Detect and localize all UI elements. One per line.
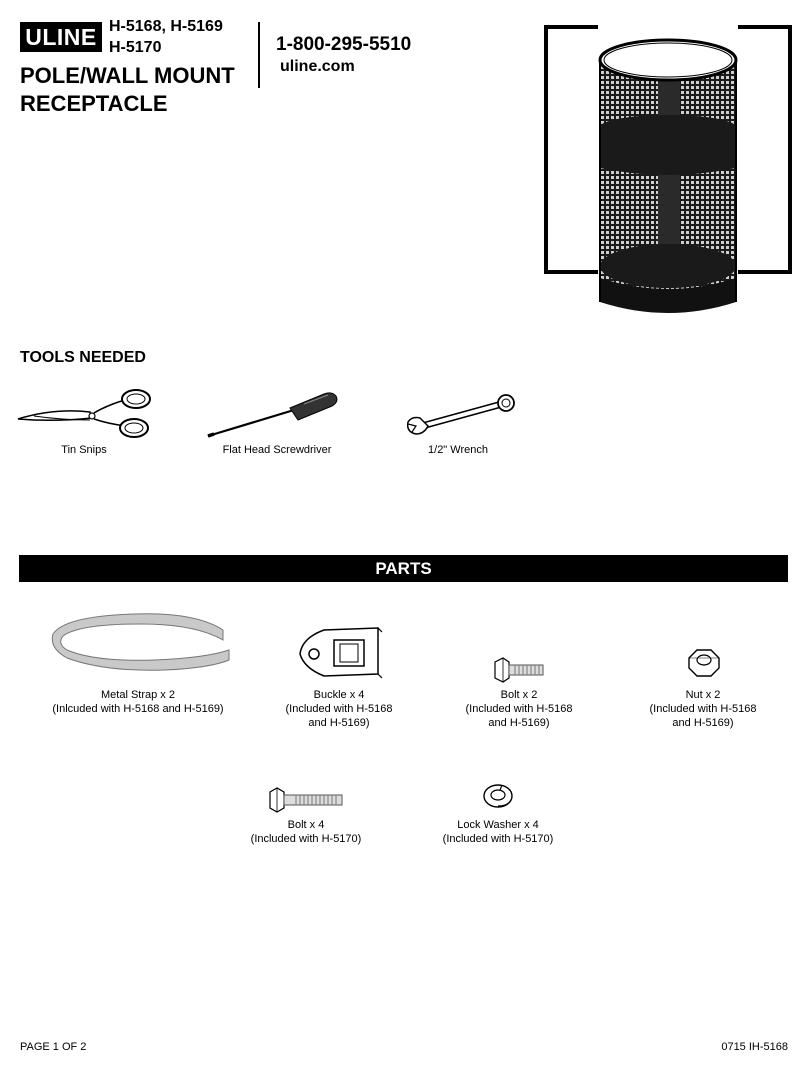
tool-tin-snips: Tin Snips <box>14 386 154 456</box>
part-note: and H-5169) <box>672 717 734 729</box>
part-label: Buckle x 4 <box>313 689 365 701</box>
part-bolt-short: Bolt x 2 (Included with H-5168 and H-516… <box>448 652 590 730</box>
tool-label: Tin Snips <box>61 444 107 456</box>
part-nut: Nut x 2 (Included with H-5168 and H-5169… <box>632 644 774 730</box>
part-label: Metal Strap x 2 <box>101 689 175 701</box>
part-note: (Included with H-5168 <box>465 703 573 715</box>
metal-strap-icon <box>51 613 230 671</box>
receptacle-illustration <box>540 20 796 325</box>
screwdriver-icon <box>207 392 338 438</box>
title-line2: RECEPTACLE <box>20 91 168 116</box>
model-numbers-line1: H-5168, H-5169 <box>109 18 223 35</box>
nut-icon <box>688 649 720 677</box>
part-note: (Included with H-5168 <box>285 703 393 715</box>
document-code: 0715 IH-5168 <box>721 1041 788 1053</box>
tools-needed-heading: TOOLS NEEDED <box>20 349 146 366</box>
title-line1: POLE/WALL MOUNT <box>20 63 235 88</box>
part-note: and H-5169) <box>308 717 370 729</box>
part-label: Bolt x 4 <box>287 819 325 831</box>
tool-label: Flat Head Screwdriver <box>222 444 332 456</box>
lock-washer-icon <box>483 784 513 808</box>
part-metal-strap: Metal Strap x 2 (Inlcuded with H-5168 an… <box>40 608 236 716</box>
part-label: Lock Washer x 4 <box>457 819 539 831</box>
tin-snips-icon <box>17 389 151 438</box>
tool-wrench: 1/2" Wrench <box>398 386 518 456</box>
header-divider <box>258 22 260 88</box>
part-lock-washer: Lock Washer x 4 (Included with H-5170) <box>424 776 572 846</box>
buckle-icon <box>299 627 383 679</box>
model-numbers-line2: H-5170 <box>109 39 162 56</box>
website: uline.com <box>280 58 355 75</box>
part-label: Bolt x 2 <box>500 689 538 701</box>
part-buckle: Buckle x 4 (Included with H-5168 and H-5… <box>268 620 410 730</box>
part-bolt-long: Bolt x 4 (Included with H-5170) <box>236 782 376 846</box>
page-title: POLE/WALL MOUNT RECEPTACLE <box>20 62 235 118</box>
part-note: and H-5169) <box>488 717 550 729</box>
part-note: (Included with H-5170) <box>250 833 362 845</box>
phone-number: 1-800-295-5510 <box>276 34 412 55</box>
parts-heading: PARTS <box>19 555 788 582</box>
wrench-icon <box>406 394 515 435</box>
tool-label: 1/2" Wrench <box>428 444 488 456</box>
part-note: (Included with H-5170) <box>442 833 554 845</box>
uline-logo: ULINE <box>20 22 102 52</box>
model-numbers: H-5168, H-5169 H-5170 <box>109 16 223 58</box>
part-note: (Inlcuded with H-5168 and H-5169) <box>52 703 224 715</box>
part-note: (Included with H-5168 <box>649 703 757 715</box>
tool-screwdriver: Flat Head Screwdriver <box>204 386 350 456</box>
bolt-short-icon <box>494 657 544 683</box>
bolt-long-icon <box>269 787 343 813</box>
page-number: PAGE 1 OF 2 <box>20 1041 87 1053</box>
part-label: Nut x 2 <box>685 689 721 701</box>
